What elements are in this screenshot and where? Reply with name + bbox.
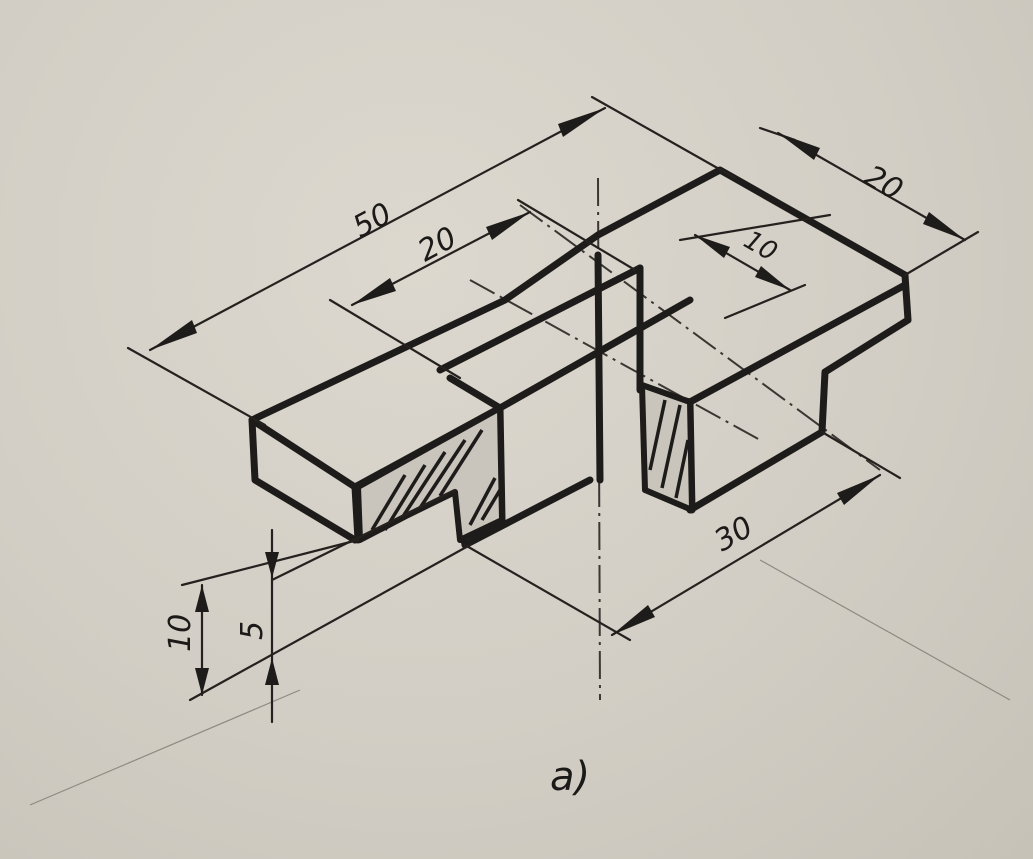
dim-label-overall-length: 50 <box>347 196 397 245</box>
section-hatching-right <box>639 382 695 513</box>
dim-label-height-total: 10 <box>163 614 198 652</box>
dim-label-slot-length: 20 <box>412 220 462 269</box>
dim-label-slot-width: 10 <box>739 225 783 268</box>
dimension-heights: 10 5 <box>163 488 472 724</box>
dim-label-overall-width: 20 <box>858 159 909 208</box>
figure-caption: a) <box>550 754 590 800</box>
section-hatching-left <box>355 405 505 543</box>
dim-label-height-step: 5 <box>235 621 270 640</box>
part-outline <box>248 166 912 549</box>
dimension-10-slot-width: 10 <box>678 213 832 320</box>
construction-lines <box>29 559 1011 806</box>
center-axis-diagonal-1 <box>519 204 881 471</box>
center-axis-diagonal-2 <box>469 279 761 441</box>
